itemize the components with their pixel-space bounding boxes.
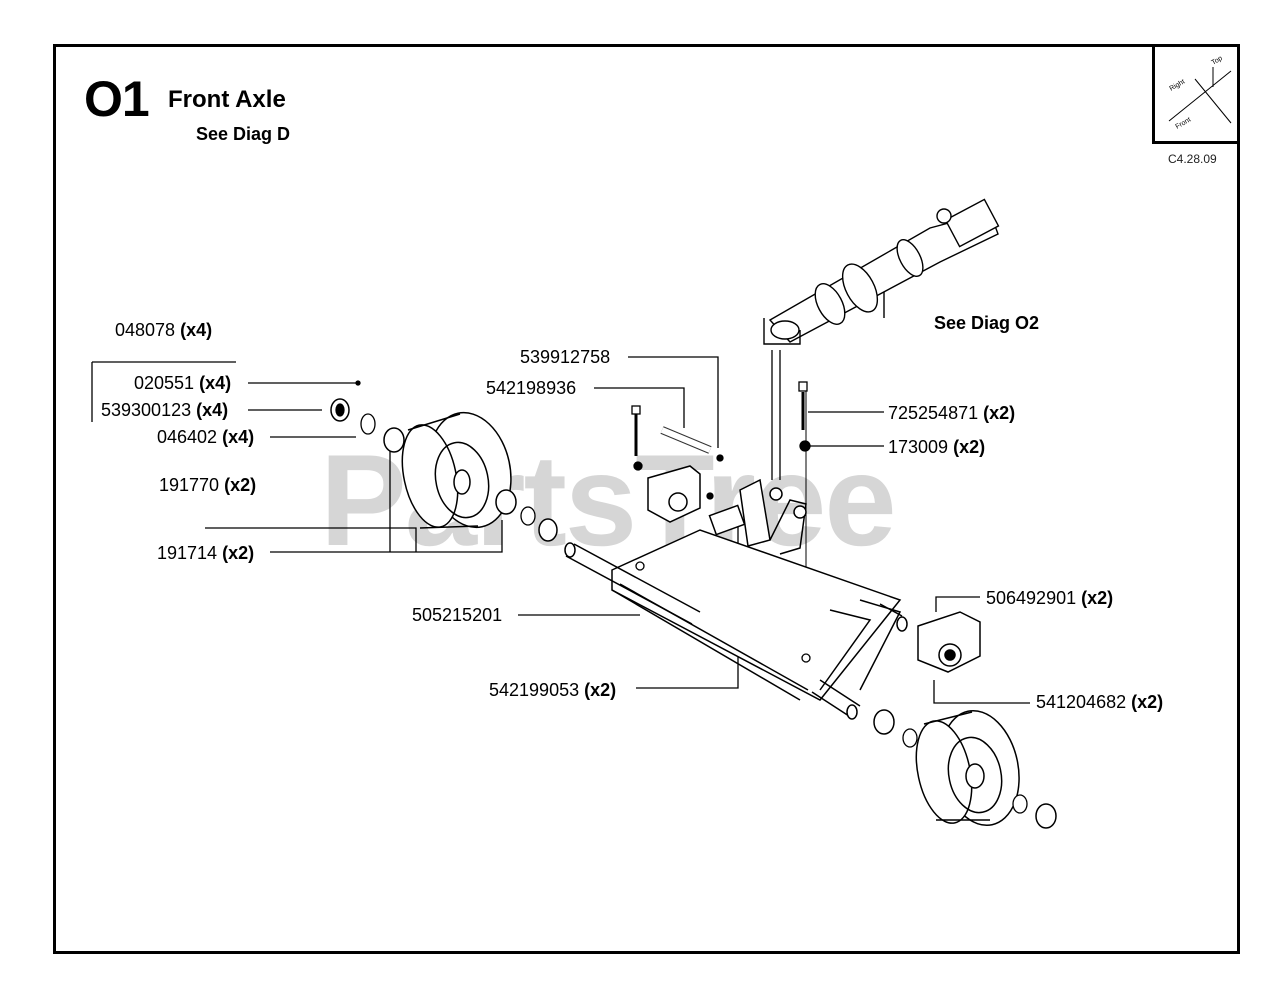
see-diag-o2-label: See Diag O2 xyxy=(934,313,1040,333)
callout-173009: 173009 (x2) xyxy=(888,437,986,457)
diagram-title: Front Axle xyxy=(168,86,286,113)
callout-191770: 191770 (x2) xyxy=(159,475,257,495)
callout-020551: 020551 (x4) xyxy=(134,373,232,393)
washer-right-outer xyxy=(1012,794,1028,814)
bushing-block-left xyxy=(647,465,701,523)
pivot-bracket xyxy=(708,478,807,555)
orientation-top-label: Top xyxy=(1211,55,1224,67)
spacer-left xyxy=(538,518,558,542)
bearing-left-inner xyxy=(495,489,517,515)
callout-542198936: 542198936 xyxy=(486,378,577,398)
axle-beam xyxy=(564,529,908,720)
callout-541204682: 541204682 (x2) xyxy=(1036,692,1164,712)
leader-191714 xyxy=(270,520,503,553)
callout-542199053: 542199053 (x2) xyxy=(489,680,617,700)
callout-191714: 191714 (x2) xyxy=(157,543,255,563)
orientation-arrows-icon: Top Right Front xyxy=(1169,55,1232,131)
bushing-block-right xyxy=(917,611,981,673)
wheel-right xyxy=(915,709,1020,827)
callout-048078: 048078 (x4) xyxy=(115,320,213,340)
orientation-indicator: Top Right Front xyxy=(1152,44,1240,144)
date-code: C4.28.09 xyxy=(1168,152,1217,166)
callout-506492901: 506492901 (x2) xyxy=(986,588,1114,608)
bearing-right-outer xyxy=(1035,803,1057,829)
leader-191770 xyxy=(205,527,417,552)
washer-left-outer xyxy=(360,413,376,435)
leader-542198936 xyxy=(594,387,685,428)
leader-541204682 xyxy=(933,680,1030,704)
callout-539912758: 539912758 xyxy=(520,347,611,367)
bearing-right-inner xyxy=(873,709,895,735)
leader-539912758 xyxy=(628,356,719,448)
washer-right-inner xyxy=(902,728,918,748)
callout-539300123: 539300123 (x4) xyxy=(101,400,229,420)
callout-725254871: 725254871 (x2) xyxy=(888,403,1016,423)
callout-505215201: 505215201 xyxy=(412,605,503,625)
wheel-left xyxy=(401,411,512,529)
diagram-subtitle: See Diag D xyxy=(196,124,291,144)
leader-506492901 xyxy=(935,596,980,612)
diagram-frame xyxy=(53,44,1240,954)
washer-left-inner xyxy=(520,506,536,526)
callout-046402: 046402 (x4) xyxy=(157,427,255,447)
diagram-code: O1 xyxy=(84,71,150,127)
steering-column xyxy=(763,198,1000,345)
bearing-left xyxy=(383,427,405,453)
